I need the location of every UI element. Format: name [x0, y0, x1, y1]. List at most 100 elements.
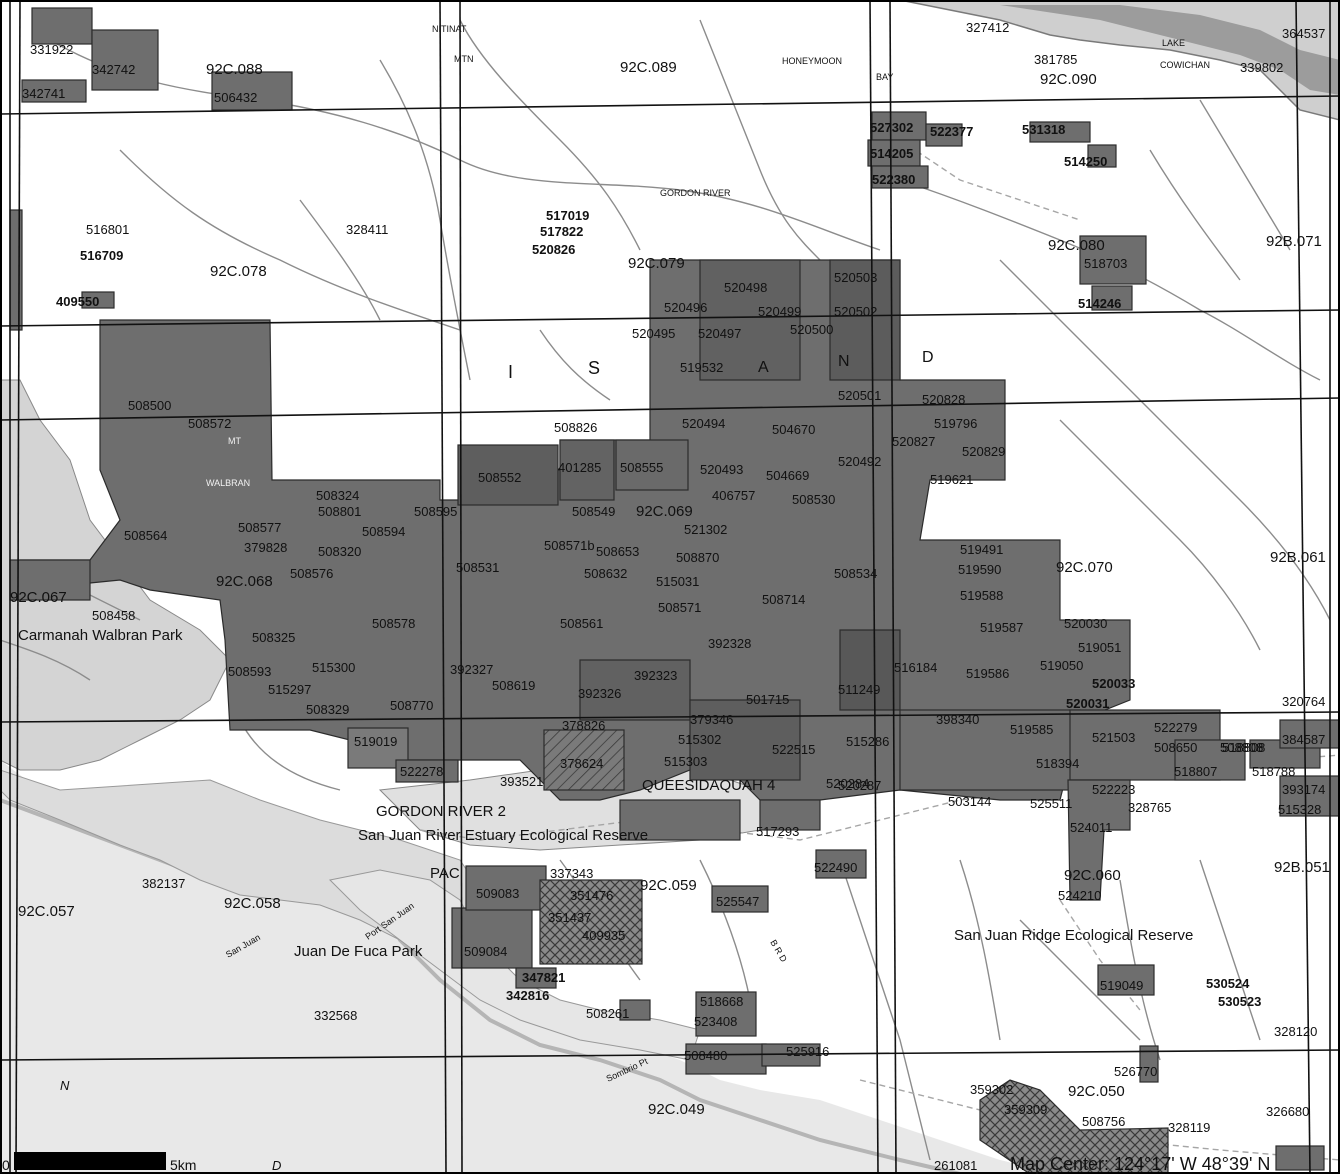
- claim-label: 331922: [30, 42, 73, 57]
- claim-label: 519050: [1040, 658, 1083, 673]
- claim-label: 508480: [684, 1048, 727, 1063]
- claim-label: 518807: [1174, 764, 1217, 779]
- scale-label: 5km: [170, 1157, 196, 1173]
- scale-bar-black: [14, 1152, 166, 1170]
- claim-label: 519532: [680, 360, 723, 375]
- place-letter: A: [758, 359, 769, 376]
- claim-label: 392323: [634, 668, 677, 683]
- claim-label: 531318: [1022, 122, 1065, 137]
- claim-label: 520502: [834, 304, 877, 319]
- claim-label: 520493: [700, 462, 743, 477]
- claim-label: 337343: [550, 866, 593, 881]
- claim-label: 409550: [56, 294, 99, 309]
- claim-label: 508653: [596, 544, 639, 559]
- claim-label: 381785: [1034, 52, 1077, 67]
- mapsheet-label: 92C.049: [648, 1101, 705, 1118]
- mapsheet-labels: 92C.088 92C.089 92C.090 92C.078 92C.079 …: [10, 59, 1330, 1118]
- claim-label: 520495: [632, 326, 675, 341]
- claim-labels: 331922 342742 342741 506432 327412 38178…: [22, 20, 1325, 1173]
- claim-label: 347821: [522, 970, 565, 985]
- claim-label: 382137: [142, 876, 185, 891]
- mapsheet-label: 92B.051: [1274, 859, 1330, 876]
- claim-label: 518808: [1222, 740, 1265, 755]
- claim-label: 508593: [228, 664, 271, 679]
- claim-label: 339802: [1240, 60, 1283, 75]
- claim-label: 508325: [252, 630, 295, 645]
- mapsheet-label: 92C.088: [206, 61, 263, 78]
- claim-label: 393174: [1282, 782, 1325, 797]
- claim-label: 520492: [838, 454, 881, 469]
- claim-label: 508870: [676, 550, 719, 565]
- mapsheet-label: 92C.067: [10, 589, 67, 606]
- claim-label: 378624: [560, 756, 603, 771]
- claim-label: 379346: [690, 712, 733, 727]
- claim-label: 320764: [1282, 694, 1325, 709]
- claim-label: 519019: [354, 734, 397, 749]
- claim-label: 508756: [1082, 1114, 1125, 1129]
- claim-label: 326680: [1266, 1104, 1309, 1119]
- claim-label: 504670: [772, 422, 815, 437]
- claim-label: 522380: [872, 172, 915, 187]
- claim-label: 515302: [678, 732, 721, 747]
- claim-label: 508458: [92, 608, 135, 623]
- place-label: PAC: [430, 865, 460, 882]
- claim-label: 384587: [1282, 732, 1325, 747]
- claim-label: 520826: [532, 242, 575, 257]
- place-label: BAY: [876, 72, 893, 82]
- mapsheet-label: 92C.078: [210, 263, 267, 280]
- claim-label: 516709: [80, 248, 123, 263]
- claim-label: 523408: [694, 1014, 737, 1029]
- claim-label: 519051: [1078, 640, 1121, 655]
- mapsheet-label: 92C.058: [224, 895, 281, 912]
- claim-label: 508329: [306, 702, 349, 717]
- claim-label: 508576: [290, 566, 333, 581]
- mapsheet-label: 92C.090: [1040, 71, 1097, 88]
- claim-label: 517293: [756, 824, 799, 839]
- claim-label: 351437: [548, 910, 591, 925]
- claim-label: 520498: [724, 280, 767, 295]
- claim-label: 520829: [962, 444, 1005, 459]
- place-label: MT: [228, 436, 241, 446]
- claim-label: 519587: [980, 620, 1023, 635]
- juan-de-fuca-park-label: Juan De Fuca Park: [294, 943, 423, 960]
- place-label: WALBRAN: [206, 478, 250, 488]
- mapsheet-label: 92C.069: [636, 503, 693, 520]
- place-label: LAKE: [1162, 38, 1185, 48]
- claim-label: 520030: [1064, 616, 1107, 631]
- claim-label: 328411: [346, 222, 388, 237]
- claim-label: 392326: [578, 686, 621, 701]
- claim-label: 520496: [664, 300, 707, 315]
- claim-label: 508549: [572, 504, 615, 519]
- claim-label: 522278: [400, 764, 443, 779]
- claim-label: 508534: [834, 566, 877, 581]
- claim-label: 520287: [838, 778, 881, 793]
- claim-label: 508770: [390, 698, 433, 713]
- claim-label: 359302: [970, 1082, 1013, 1097]
- claim-label: 514246: [1078, 296, 1121, 311]
- claim-label: 508564: [124, 528, 167, 543]
- claim-label: 515031: [656, 574, 699, 589]
- claim-label: 508577: [238, 520, 281, 535]
- claim-label: 520033: [1092, 676, 1135, 691]
- claim-label: 516801: [86, 222, 129, 237]
- mapsheet-label: 92C.050: [1068, 1083, 1125, 1100]
- mapsheet-label: 92C.059: [640, 877, 697, 894]
- claim-label: 392328: [708, 636, 751, 651]
- claim-label: 519588: [960, 588, 1003, 603]
- claim-label: 520503: [834, 270, 877, 285]
- scale-zero-label: 0: [2, 1157, 10, 1173]
- claim-label: 522377: [930, 124, 973, 139]
- claim-label: 520827: [892, 434, 935, 449]
- claim-label: 508261: [586, 1006, 629, 1021]
- claim-label: 519796: [934, 416, 977, 431]
- claim-label: 508578: [372, 616, 415, 631]
- claim-label: 406757: [712, 488, 755, 503]
- claim-label: 519491: [960, 542, 1003, 557]
- claim-label: 504669: [766, 468, 809, 483]
- claim-label: 508632: [584, 566, 627, 581]
- claim-label: 520501: [838, 388, 881, 403]
- claim-label: 520494: [682, 416, 725, 431]
- place-label: HONEYMOON: [782, 56, 842, 66]
- claim-label: 508552: [478, 470, 521, 485]
